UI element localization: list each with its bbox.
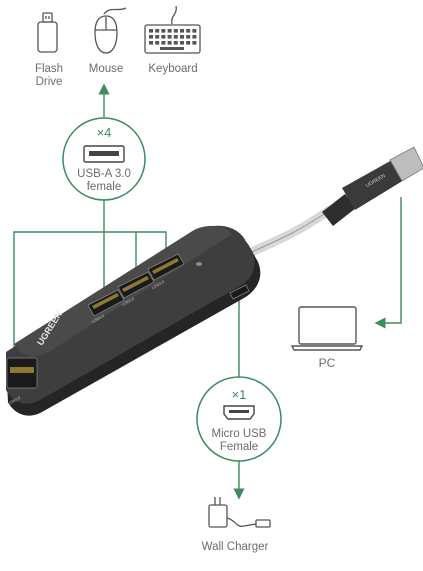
keyboard-key: [186, 35, 191, 39]
laptop-icon: [290, 306, 364, 351]
keyboard-key: [192, 29, 197, 33]
micro-usb-label-line2: Female: [219, 441, 259, 453]
keyboard-key: [149, 35, 153, 39]
wall-charger-icon: [208, 497, 271, 528]
keyboard-key: [167, 35, 172, 39]
flash-drive-label-line2: Drive: [35, 76, 63, 88]
keyboard-key: [155, 29, 160, 33]
keyboard-key: [155, 41, 160, 45]
keyboard-label: Keyboard: [148, 63, 198, 75]
micro-usb-label-line1: Micro USB: [211, 428, 267, 440]
keyboard-key: [149, 41, 153, 45]
usb-a-count: ×4: [96, 125, 112, 140]
keyboard-key: [180, 35, 184, 39]
micro-usb-callout: [196, 376, 282, 462]
keyboard-key: [173, 35, 178, 39]
keyboard-key: [180, 41, 184, 45]
mouse-label: Mouse: [88, 63, 124, 75]
flash-drive-label: Flash Drive: [30, 63, 68, 89]
flash-drive-icon: [37, 12, 58, 53]
mouse-icon: [94, 7, 127, 54]
keyboard-key: [167, 29, 172, 33]
usb-a-label-line2: female: [86, 181, 122, 193]
flash-drive-label-line1: Flash: [34, 63, 64, 75]
keyboard-key: [192, 35, 197, 39]
micro-usb-count: ×1: [231, 387, 247, 402]
keyboard-key: [161, 29, 166, 33]
keyboard-key: [167, 41, 172, 45]
keyboard-key: [173, 29, 178, 33]
usb-a-callout: [62, 117, 146, 201]
keyboard-key: [186, 29, 191, 33]
keyboard-key: [173, 41, 178, 45]
pc-label: PC: [318, 356, 336, 370]
keyboard-key: [155, 35, 160, 39]
keyboard-key: [192, 41, 197, 45]
connector-lines: [13, 83, 402, 500]
keyboard-key: [161, 41, 166, 45]
usb-a-label: USB-A 3.0 female: [72, 168, 136, 194]
keyboard-key: [186, 41, 191, 45]
usb-hub: [6, 146, 423, 416]
keyboard-key: [149, 29, 153, 33]
wall-charger-label: Wall Charger: [201, 541, 269, 553]
keyboard-icon: [144, 5, 201, 54]
usb-a-label-line1: USB-A 3.0: [77, 168, 131, 180]
keyboard-key: [180, 29, 184, 33]
keyboard-key: [161, 35, 166, 39]
keyboard-spacebar: [160, 47, 184, 50]
micro-usb-label: Micro USB Female: [204, 428, 274, 454]
